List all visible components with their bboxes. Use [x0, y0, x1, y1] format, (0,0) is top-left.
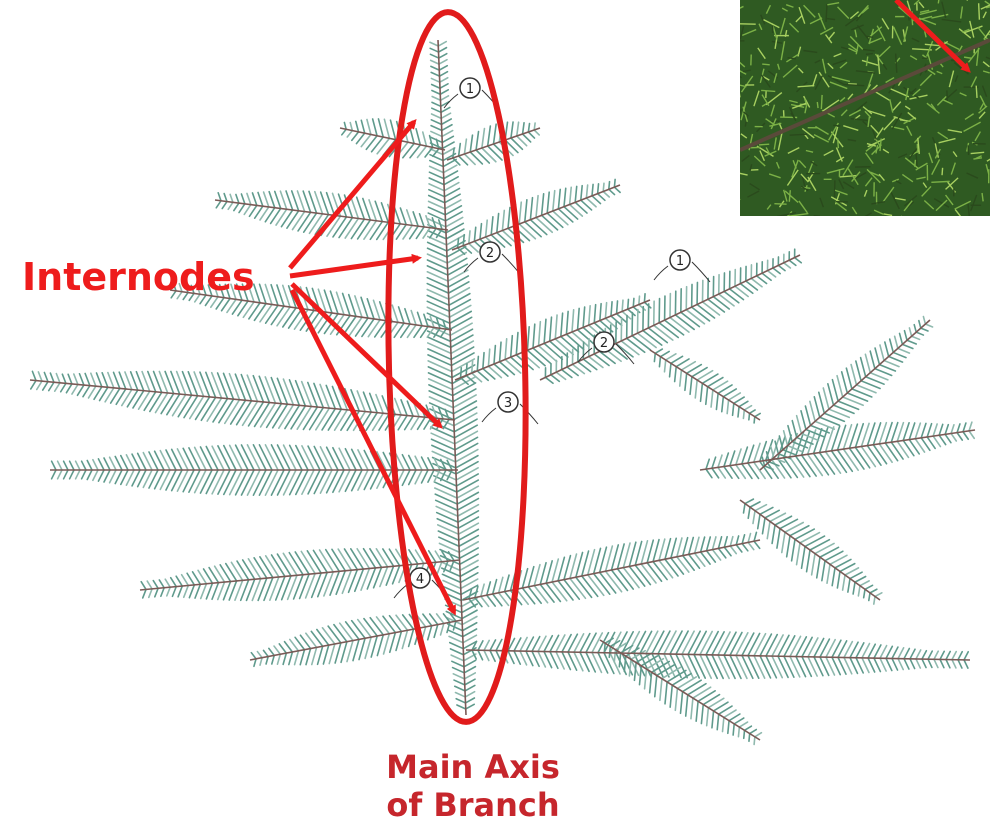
branch-mid-left-2 — [31, 371, 449, 430]
branch-right-lobe-3-stem — [740, 500, 880, 600]
svg-text:4: 4 — [416, 572, 424, 587]
branch-upper-right-2-stem — [452, 185, 620, 250]
svg-text:1: 1 — [676, 254, 684, 269]
svg-text:2: 2 — [486, 246, 494, 261]
branch-mid-right-3-stem — [650, 350, 760, 420]
svg-text:2: 2 — [600, 336, 608, 351]
internode-arrow-3 — [292, 284, 440, 426]
growth-marker-5: 1 — [654, 250, 710, 282]
main-axis-caption-line2: of Branch — [370, 786, 576, 824]
main-axis-caption: Main Axis of Branch — [370, 748, 576, 824]
main-axis-caption-line1: Main Axis — [370, 748, 576, 786]
svg-text:1: 1 — [466, 82, 474, 97]
internode-arrow-2 — [290, 258, 418, 276]
branch-right-lobe-2-stem — [760, 320, 930, 470]
svg-text:3: 3 — [504, 396, 512, 411]
inset-photo — [728, 0, 990, 227]
growth-marker-3: 3 — [482, 392, 538, 424]
internodes-label: Internodes — [22, 258, 255, 296]
